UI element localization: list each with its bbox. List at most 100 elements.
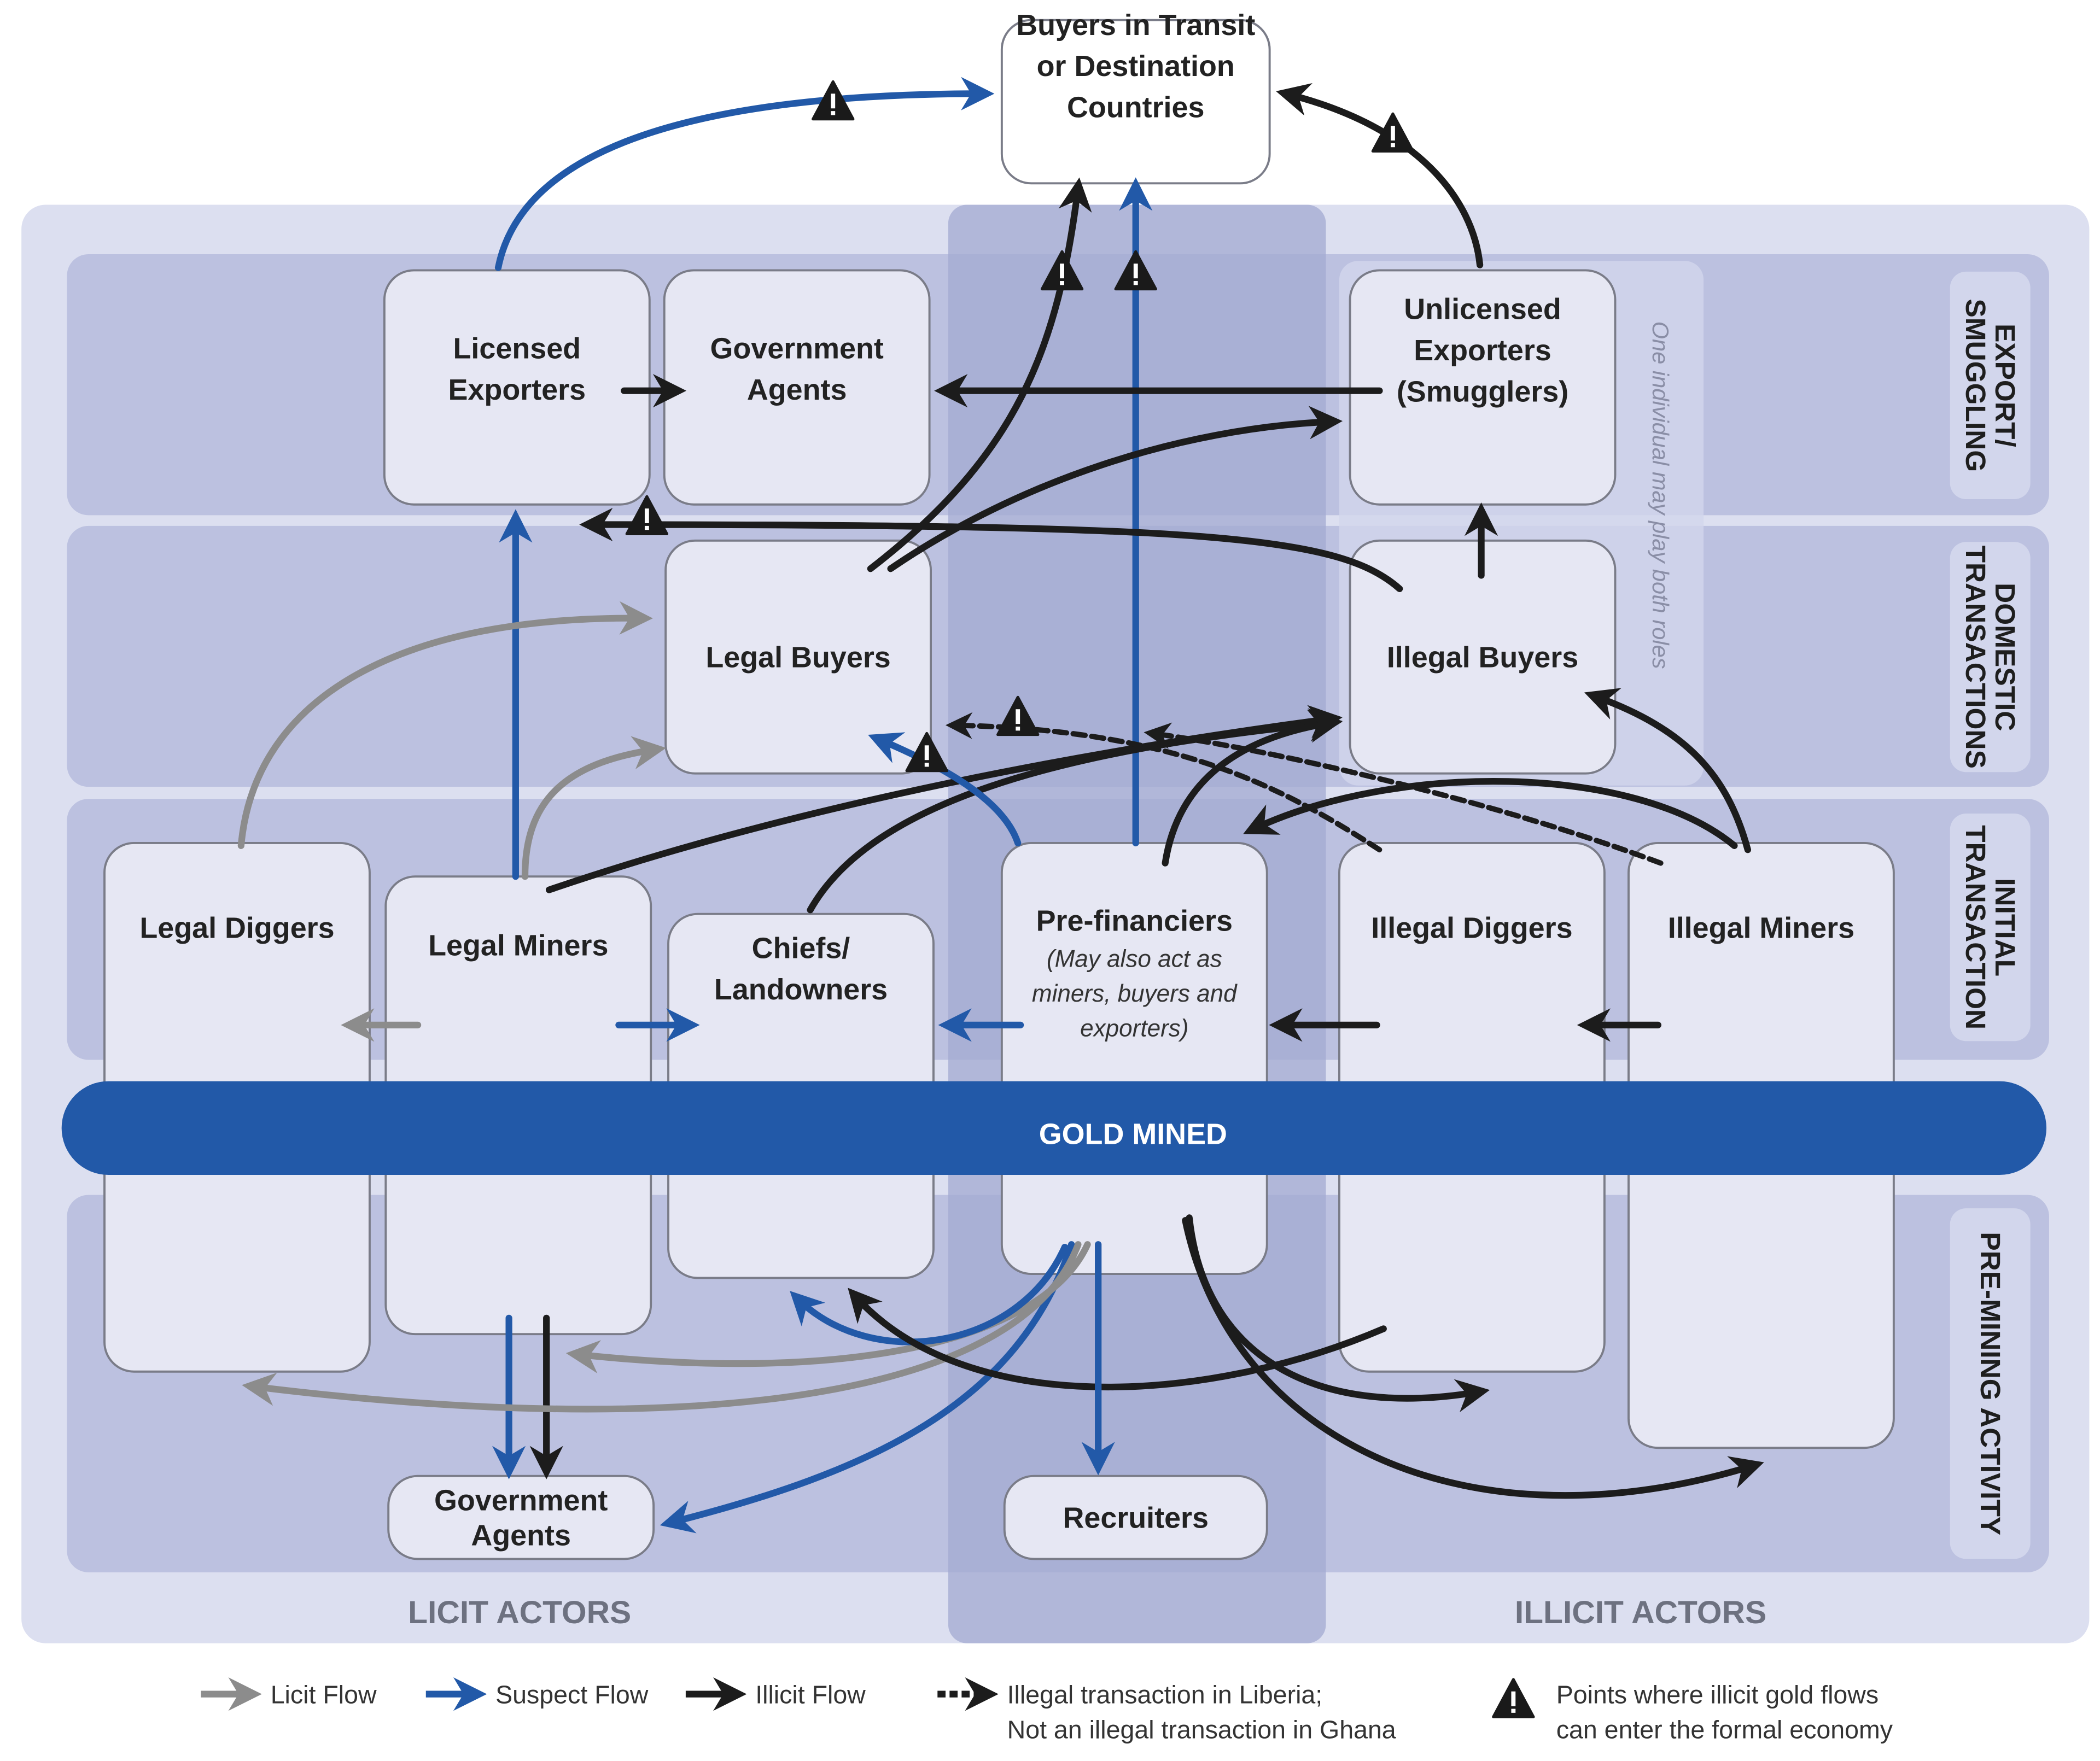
legend-item-suspect: Suspect Flow	[425, 1677, 649, 1711]
flow-arrow-illicit-chiefs-to-illegal-buyers	[807, 708, 1343, 914]
node-label: Illegal Diggers	[1371, 912, 1572, 945]
flow-arrow-dashed-illegal-miners-to-legal-buyers	[1144, 722, 1664, 866]
node-label: Government	[434, 1484, 608, 1517]
node-label: Government	[710, 332, 883, 365]
legend-label: can enter the formal economy	[1556, 1715, 1893, 1744]
role-note-text: One individual may play both roles	[1648, 321, 1673, 669]
node-label: Legal Buyers	[705, 641, 890, 674]
node-label: Legal Diggers	[139, 912, 334, 945]
label-tab-premining	[1950, 1208, 2031, 1559]
legend-label: Not an illegal transaction in Ghana	[1007, 1715, 1396, 1744]
licit-actors-label: LICIT ACTORS	[408, 1595, 631, 1630]
warning-triangle-icon	[625, 495, 669, 536]
warning-triangle-icon	[996, 695, 1040, 736]
row-label-text: SMUGGLING	[1960, 299, 1992, 472]
legend-item-licit: Licit Flow	[201, 1677, 377, 1711]
legend-label: Licit Flow	[271, 1681, 377, 1709]
legend-item-illicit: Illicit Flow	[685, 1677, 866, 1711]
node-label: Landowners	[714, 973, 888, 1006]
node-label: Agents	[471, 1519, 571, 1552]
node-label: Chiefs/	[752, 932, 850, 965]
node-label: Countries	[1067, 91, 1204, 124]
row-label-premining: PRE-MINING ACTIVITY	[1975, 1232, 2006, 1535]
legend-label: Suspect Flow	[495, 1681, 649, 1709]
gold-mined-bar	[61, 1081, 2047, 1175]
row-label-export: EXPORT/SMUGGLING	[1960, 299, 2021, 472]
flow-arrow-illicit-prefinanciers-to-illegal-miners	[1182, 1217, 1764, 1499]
node-label: Unlicensed	[1404, 293, 1561, 326]
row-label-text: TRANSACTIONS	[1960, 546, 1992, 769]
flow-arrow-licit-prefinanciers-to-legal-diggers	[242, 1241, 1082, 1413]
warning-triangle-icon	[1040, 250, 1084, 291]
node-label: Licensed	[453, 332, 581, 365]
row-label-text: TRANSACTION	[1960, 825, 1992, 1029]
flow-arrow-illicit-prefinanciers-to-illegal-buyers	[1162, 709, 1343, 867]
flow-arrow-suspect-licensed-exporters-to-buyers-transit	[494, 77, 995, 271]
label-tab-initial	[1950, 814, 2031, 1042]
gold-mined-label: GOLD MINED	[1039, 1118, 1227, 1151]
flow-arrow-illicit-unlicensed-exporters-to-buyers-transit	[1276, 83, 1484, 268]
node-prefinanciers: Pre-financiers (May also act as miners, bu…	[1000, 842, 1268, 1276]
label-tab-domestic	[1950, 542, 2031, 773]
node-label: Buyers in Transit	[1016, 9, 1255, 42]
legend-label: Points where illicit gold flows	[1556, 1681, 1879, 1709]
flow-arrow-licit-legal-diggers-to-legal-buyers	[237, 601, 653, 849]
node-label: Exporters	[448, 373, 586, 406]
flow-arrows	[237, 77, 1764, 1534]
legend-label: Illicit Flow	[755, 1681, 866, 1709]
flow-arrow-illicit-legal-buyers-to-unlicensed-exporters	[887, 406, 1343, 572]
row-label-text: INITIAL	[1990, 878, 2021, 976]
node-label: Agents	[747, 373, 847, 406]
node-box	[1003, 1475, 1268, 1560]
flow-arrow-illicit-illegal-buyers-to-licensed-exporters	[579, 507, 1403, 593]
flow-arrow-illicit-illegal-diggers-to-chiefs	[848, 1288, 1387, 1391]
flow-arrow-licit-legal-miners-to-legal-buyers	[521, 736, 667, 880]
warning-triangle-icon	[1492, 1678, 1535, 1718]
legend-item-warning: Points where illicit gold flows can enter…	[1492, 1678, 1893, 1744]
node-label: Exporters	[1414, 334, 1551, 367]
role-note: One individual may play both roles	[1648, 321, 1673, 669]
row-label-text: EXPORT/	[1990, 324, 2021, 447]
warning-triangle-icon	[812, 80, 855, 121]
legend-item-dashed: Illegal transaction in Liberia; Not an il…	[937, 1677, 1396, 1744]
gold-mined-bar-group: GOLD MINED	[61, 1081, 2047, 1175]
node-label: Pre-financiers	[1036, 905, 1233, 938]
node-sublabel: miners, buyers and	[1032, 980, 1238, 1007]
flow-arrow-suspect-prefinanciers-to-legal-buyers	[868, 732, 1022, 847]
node-label: Recruiters	[1063, 1501, 1209, 1534]
node-illegal-buyers: Illegal Buyers	[1349, 539, 1617, 775]
row-label-text: DOMESTIC	[1990, 583, 2021, 731]
flow-arrow-suspect-prefinanciers-to-gov-agents-bottom	[660, 1241, 1075, 1534]
flow-arrow-dashed-illegal-diggers-to-legal-buyers	[945, 712, 1382, 853]
flow-arrow-illicit-illegal-miners-to-illegal-diggers	[1243, 777, 1738, 849]
flow-arrow-suspect-prefinanciers-to-chiefs	[790, 1244, 1069, 1345]
warning-triangle-icon	[905, 732, 948, 773]
illicit-actors-label: ILLICIT ACTORS	[1515, 1595, 1766, 1630]
legend-label: Illegal transaction in Liberia;	[1007, 1681, 1323, 1709]
warning-triangle-icon	[1371, 112, 1415, 153]
node-box	[664, 539, 932, 775]
flow-arrow-illicit-legal-buyers-to-buyers-transit	[867, 177, 1092, 572]
label-tab-export	[1950, 271, 2031, 499]
node-legal-buyers: Legal Buyers	[664, 539, 932, 775]
node-label: Illegal Miners	[1668, 912, 1854, 945]
flow-arrow-illicit-illegal-miners-to-illegal-buyers	[1584, 688, 1752, 853]
row-label-text: PRE-MINING ACTIVITY	[1975, 1232, 2006, 1535]
node-recruiters: Recruiters	[1003, 1475, 1268, 1560]
node-label: Illegal Buyers	[1387, 641, 1578, 674]
node-label: (Smugglers)	[1397, 375, 1568, 408]
legend: Licit Flow Suspect Flow Illicit Flow Illega…	[201, 1677, 1893, 1744]
node-sublabel: (May also act as	[1047, 945, 1222, 972]
node-label: Legal Miners	[428, 929, 608, 962]
node-sublabel: exporters)	[1080, 1015, 1188, 1042]
node-label: or Destination	[1037, 50, 1235, 83]
